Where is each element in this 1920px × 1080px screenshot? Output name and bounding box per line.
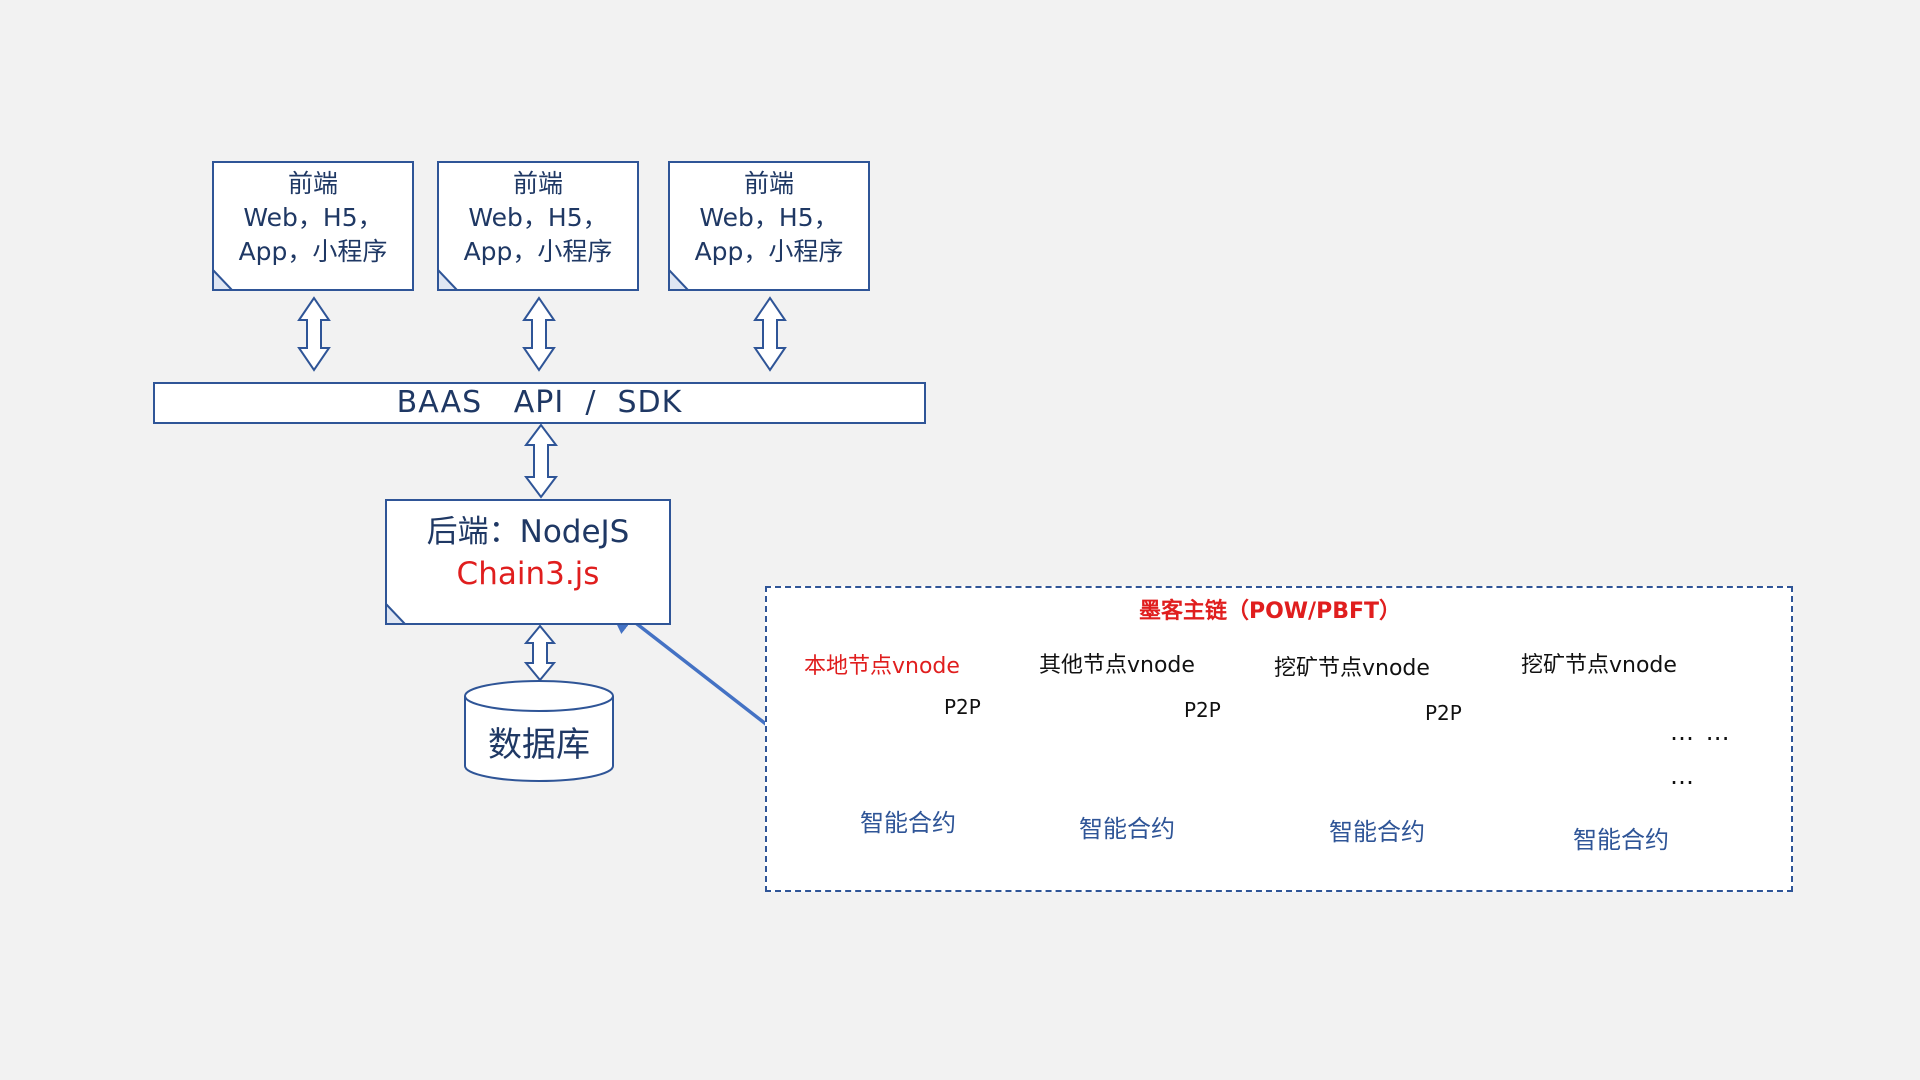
backend-box: 后端：NodeJS Chain3.js xyxy=(385,499,671,625)
p2p-label-2: P2P xyxy=(1184,698,1221,722)
p2p-label-1: P2P xyxy=(944,695,981,719)
baas-api-sdk-bar: BAAS API / SDK xyxy=(153,382,926,424)
frontend-title: 前端 xyxy=(287,169,338,198)
node-label-mining-1: 挖矿节点vnode xyxy=(1274,656,1430,681)
more-nodes-ellipsis: … … xyxy=(1670,718,1732,746)
frontend-line2: App，小程序 xyxy=(238,237,388,266)
database-cylinder xyxy=(464,680,614,782)
frontend-title: 前端 xyxy=(512,169,563,198)
blockchain-title: 墨客主链（POW/PBFT） xyxy=(1138,599,1402,624)
double-arrow-frontend-1 xyxy=(297,296,331,372)
double-arrow-api-backend xyxy=(524,423,558,499)
contract-label-4: 智能合约 xyxy=(1573,826,1669,854)
frontend-box-3: 前端 Web，H5， App，小程序 xyxy=(668,161,870,291)
node-label-local: 本地节点vnode xyxy=(804,654,960,679)
contract-label-2: 智能合约 xyxy=(1079,815,1175,843)
p2p-label-3: P2P xyxy=(1425,701,1462,725)
contract-label-1: 智能合约 xyxy=(860,809,956,837)
database-label: 数据库 xyxy=(488,725,590,765)
frontend-line1: Web，H5， xyxy=(468,203,608,232)
contract-label-3: 智能合约 xyxy=(1329,818,1425,846)
frontend-line2: App，小程序 xyxy=(463,237,613,266)
double-arrow-frontend-2 xyxy=(522,296,556,372)
frontend-title: 前端 xyxy=(743,169,794,198)
double-arrow-frontend-3 xyxy=(753,296,787,372)
frontend-line2: App，小程序 xyxy=(694,237,844,266)
node-label-other: 其他节点vnode xyxy=(1039,653,1195,678)
frontend-box-1: 前端 Web，H5， App，小程序 xyxy=(212,161,414,291)
chain3-label: Chain3.js xyxy=(456,556,600,592)
node-label-mining-2: 挖矿节点vnode xyxy=(1521,653,1677,678)
more-nodes-ellipsis-2: … xyxy=(1670,762,1696,790)
double-arrow-backend-db xyxy=(523,624,557,682)
frontend-box-2: 前端 Web，H5， App，小程序 xyxy=(437,161,639,291)
frontend-line1: Web，H5， xyxy=(243,203,383,232)
frontend-line1: Web，H5， xyxy=(699,203,839,232)
backend-label: 后端：NodeJS xyxy=(426,514,630,550)
blockchain-container xyxy=(765,586,1793,892)
